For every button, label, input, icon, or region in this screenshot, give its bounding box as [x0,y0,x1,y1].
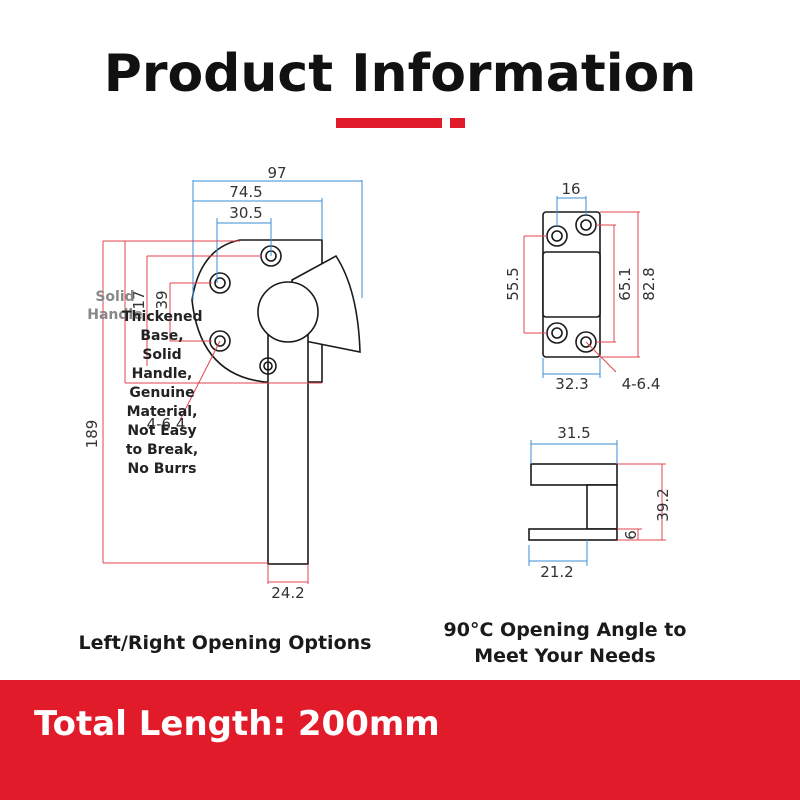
front-dim-lines-blue [192,180,363,300]
side-dim-lines-red [617,463,666,541]
title-underline-short [450,118,465,128]
side-stem [586,484,618,530]
front-dim-lines-red [102,240,322,584]
dim-side-top-width: 31.5 [557,424,590,442]
plate-dim-lines-blue [542,196,601,378]
dim-side-total-height: 39.2 [654,488,672,521]
plate-center-slot [542,251,601,318]
side-base [528,528,618,541]
dim-plate-width: 32.3 [555,375,588,393]
dim-overall-width: 97 [267,164,286,182]
dim-vertical-b: 39 [153,290,171,309]
dim-total-height: 189 [83,420,101,449]
dim-side-base-thickness: 6 [622,530,640,540]
dim-plate-hole-spacing-y: 55.5 [504,267,522,300]
dim-hole-spacing: 30.5 [229,204,262,222]
dim-vertical-a: 17 [130,290,148,309]
dim-plate-hole-callout: 4-6.4 [622,375,661,393]
dim-handle-width: 24.2 [271,584,304,602]
plate-view [542,211,601,358]
page-title: Product Information [103,44,697,104]
side-view [528,463,618,541]
total-length-banner: Total Length: 200mm [0,680,800,800]
title-underline-long [336,118,442,128]
opening-angle-caption: 90°C Opening Angle to Meet Your Needs [443,619,687,667]
technical-drawing: 97 74.5 30.5 189 17 39 4-6.4 24.2 16 55.… [83,164,672,602]
total-length-text: Total Length: 200mm [34,704,440,744]
dim-plate-hole-spacing-x: 16 [561,180,580,198]
ghost-solid-handle-label: Solid Handle [87,289,143,323]
dim-side-base-width: 21.2 [540,563,573,581]
side-dim-lines-blue [528,440,618,566]
side-top-bar [530,463,618,486]
left-right-caption: Left/Right Opening Options [78,632,372,654]
dim-plate-inner-height: 65.1 [616,267,634,300]
dim-plate-height: 82.8 [640,267,658,300]
front-view [191,239,361,565]
dim-base-width: 74.5 [229,183,262,201]
plate-dim-lines-red [523,211,640,373]
front-hole [259,357,277,375]
thickened-base-note: Thickened Base, Solid Handle, Genuine Ma… [122,309,203,477]
front-pivot [257,281,319,343]
front-handle-bar [267,317,309,565]
dim-front-hole-callout: 4-6.4 [147,415,186,433]
